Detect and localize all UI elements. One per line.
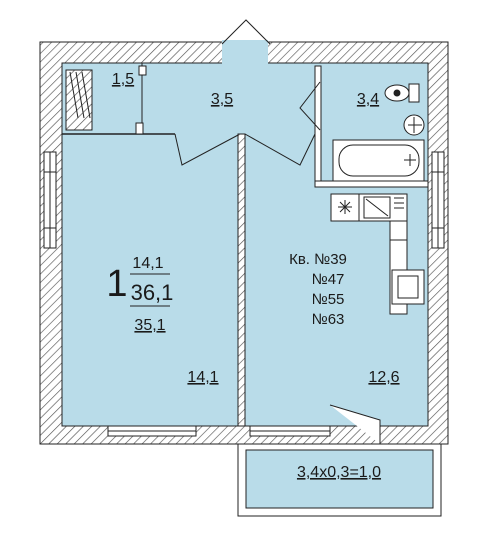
bottom-window-right	[249, 425, 331, 437]
storage-shelving	[65, 69, 93, 131]
room-count: 1	[106, 263, 127, 305]
kitchen-counter	[330, 193, 360, 222]
living-room-area-label: 14,1	[187, 369, 218, 386]
bathroom-door	[299, 81, 321, 131]
bottom-window-left	[107, 425, 197, 437]
bathroom-lower-wall	[314, 180, 429, 188]
balcony-door	[329, 404, 381, 444]
hall-area-label: 3,5	[211, 91, 233, 108]
windows-left-wall	[43, 151, 57, 249]
stove-icon	[391, 269, 425, 305]
apartment-header: Кв. №39	[289, 251, 347, 268]
apartment-number-1: №47	[312, 271, 345, 288]
total-area-label: 36,1	[131, 280, 174, 305]
apartment-number-2: №55	[312, 291, 345, 308]
storage-area-label: 1,5	[112, 71, 134, 88]
hall-wall-stub	[135, 122, 144, 135]
partition-wall	[237, 133, 246, 427]
entrance-opening	[222, 40, 268, 65]
bathroom-area-label: 3,4	[357, 91, 379, 108]
living-room-door	[174, 133, 241, 166]
total-no-balcony-label: 35,1	[134, 317, 165, 334]
kitchen-sink-icon	[358, 193, 408, 222]
bathtub-icon	[332, 139, 425, 182]
apartment-number-3: №63	[312, 311, 345, 328]
sink-icon	[403, 114, 425, 136]
kitchen-area-label: 12,6	[368, 369, 399, 386]
kitchen-door	[244, 133, 316, 166]
windows-right-wall	[431, 151, 445, 249]
toilet-icon	[384, 83, 420, 103]
balcony-area-label: 3,4x0,3=1,0	[297, 464, 381, 481]
entrance-door	[221, 19, 271, 45]
storage-wall-stub	[138, 65, 147, 76]
living-area-label: 14,1	[132, 255, 163, 272]
balcony-floor	[245, 449, 434, 509]
